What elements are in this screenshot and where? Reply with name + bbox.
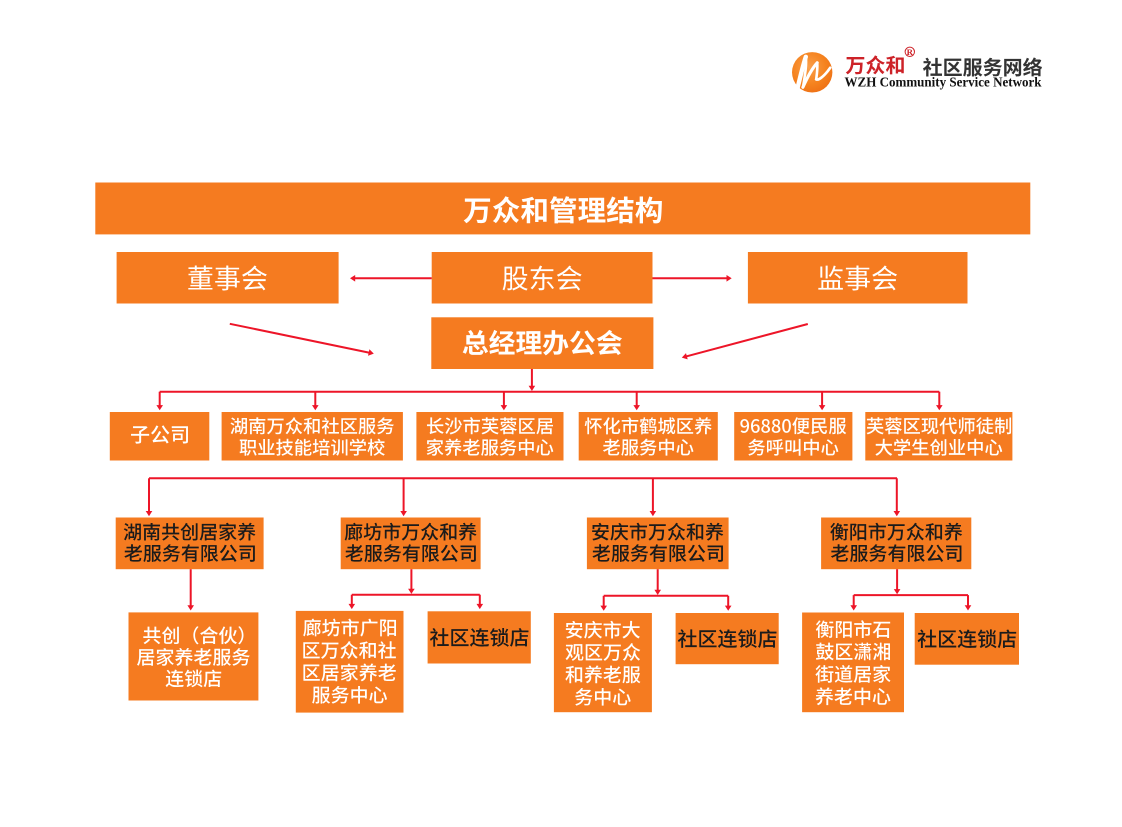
svg-text:WZH Community Service Network: WZH Community Service Network bbox=[845, 75, 1042, 90]
svg-text:R: R bbox=[907, 47, 914, 57]
